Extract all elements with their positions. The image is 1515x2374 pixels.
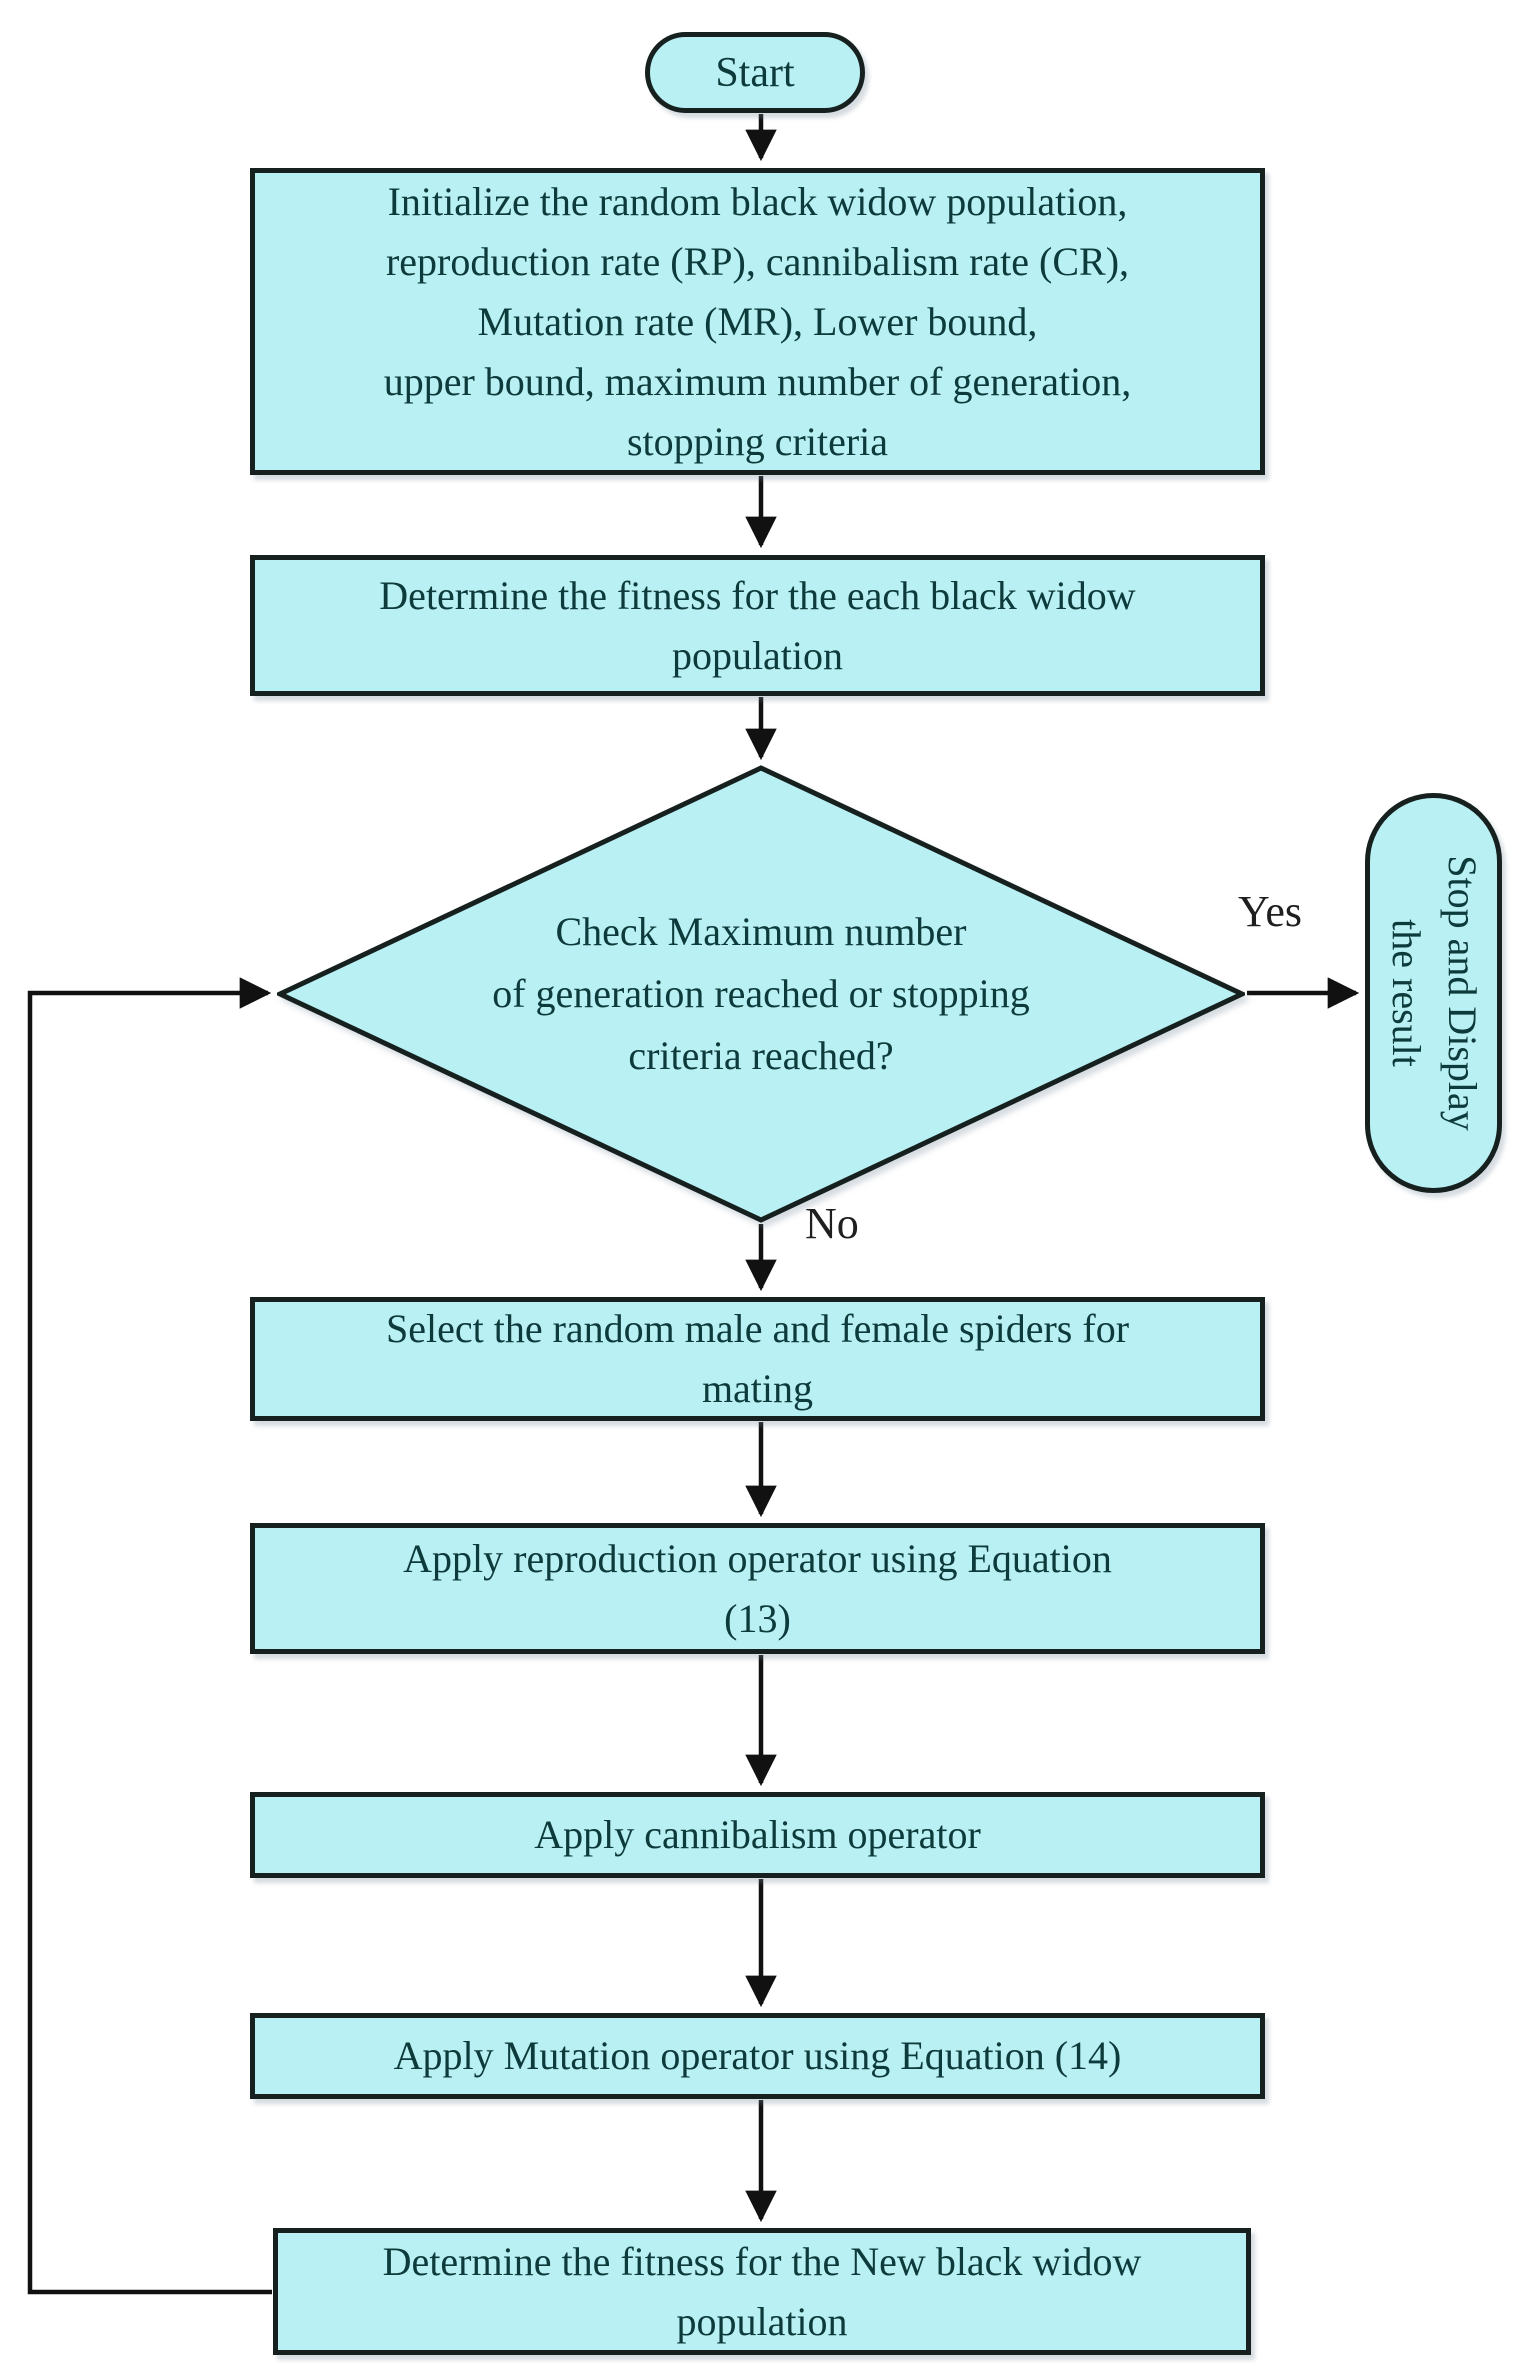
cannibalism-process: Apply cannibalism operator bbox=[250, 1792, 1265, 1878]
decision-diamond-shape bbox=[277, 765, 1245, 1223]
no-edge-label: No bbox=[805, 1199, 859, 1248]
mutation-process: Apply Mutation operator using Equation (… bbox=[250, 2013, 1265, 2099]
start-terminator: Start bbox=[645, 32, 865, 113]
select-mating-process: Select the random male and female spider… bbox=[250, 1297, 1265, 1421]
stop-display-label: Stop and Display the result bbox=[1383, 855, 1485, 1131]
max-generation-decision: Check Maximum number of generation reach… bbox=[277, 765, 1245, 1223]
initialize-process: Initialize the random black widow popula… bbox=[250, 168, 1265, 475]
arrow-feedback-loop bbox=[27, 977, 272, 2295]
yes-edge-label: Yes bbox=[1238, 887, 1303, 936]
stop-display-terminator: Stop and Display the result bbox=[1365, 793, 1502, 1193]
fitness-each-process: Determine the fitness for the each black… bbox=[250, 555, 1265, 696]
fitness-new-process: Determine the fitness for the New black … bbox=[273, 2228, 1251, 2355]
decision-label: Check Maximum number of generation reach… bbox=[492, 909, 1030, 1078]
reproduction-process: Apply reproduction operator using Equati… bbox=[250, 1523, 1265, 1654]
